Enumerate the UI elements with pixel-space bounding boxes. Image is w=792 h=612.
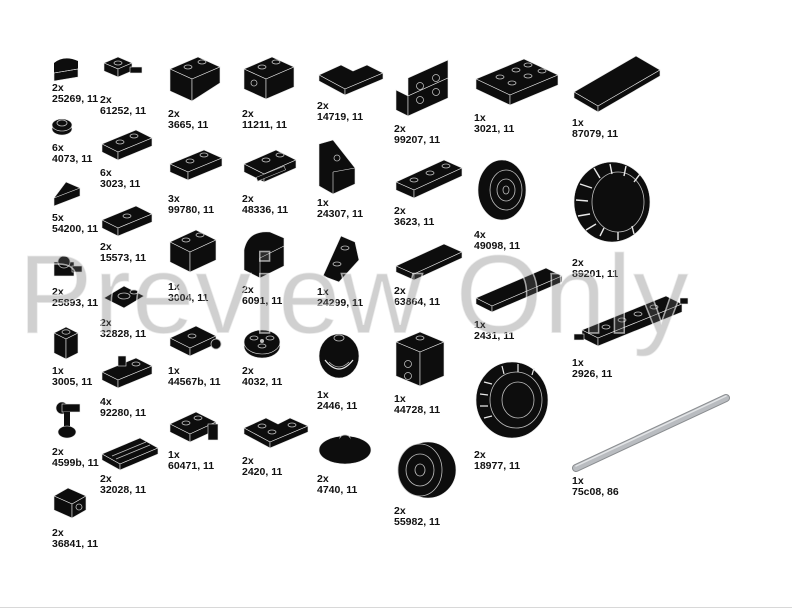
part-75c08-image xyxy=(572,394,730,472)
part-48336-image xyxy=(243,149,297,183)
part-6091-image xyxy=(243,231,285,279)
part-25893-image xyxy=(53,255,83,277)
part-32028-image xyxy=(101,437,159,471)
part-54200-image xyxy=(53,181,81,207)
part-61252-image xyxy=(103,56,143,78)
part-99780-image xyxy=(169,149,223,181)
part-99207-image xyxy=(395,59,449,117)
part-3623-image xyxy=(395,159,463,199)
part-49098-image xyxy=(477,159,527,221)
part-3023-image xyxy=(101,129,153,161)
part-36841-image xyxy=(53,487,87,519)
part-87079-image xyxy=(573,55,661,113)
part-92280-image xyxy=(101,355,153,389)
part-3021-image xyxy=(475,58,559,106)
part-24307-image xyxy=(318,139,356,195)
part-55982-image xyxy=(397,441,457,499)
part-2446-image xyxy=(318,333,360,379)
part-32828-image xyxy=(103,285,145,309)
part-4599b-image xyxy=(55,401,81,439)
part-63864-image xyxy=(395,243,463,281)
part-25269-image xyxy=(53,58,79,82)
part-24299-image xyxy=(322,235,360,283)
part-4740-image xyxy=(318,434,372,465)
part-3005-image xyxy=(53,326,79,360)
part-2926-image xyxy=(573,295,689,347)
part-3004-image xyxy=(169,229,217,273)
part-2431-image xyxy=(475,267,563,313)
part-18977-image xyxy=(475,361,549,439)
part-2420-image xyxy=(243,417,309,449)
part-14719-image xyxy=(318,64,384,96)
part-11211-image xyxy=(243,56,295,100)
part-89201-image xyxy=(573,161,651,243)
part-15573-image xyxy=(101,205,153,237)
part-60471-image xyxy=(169,411,219,443)
page-bottom-rule xyxy=(0,607,792,608)
part-4032-image xyxy=(243,329,281,359)
part-4073-image xyxy=(51,118,73,136)
part-44728-image xyxy=(395,331,445,387)
part-44567b-image xyxy=(169,325,222,357)
part-3665-image xyxy=(169,56,221,102)
